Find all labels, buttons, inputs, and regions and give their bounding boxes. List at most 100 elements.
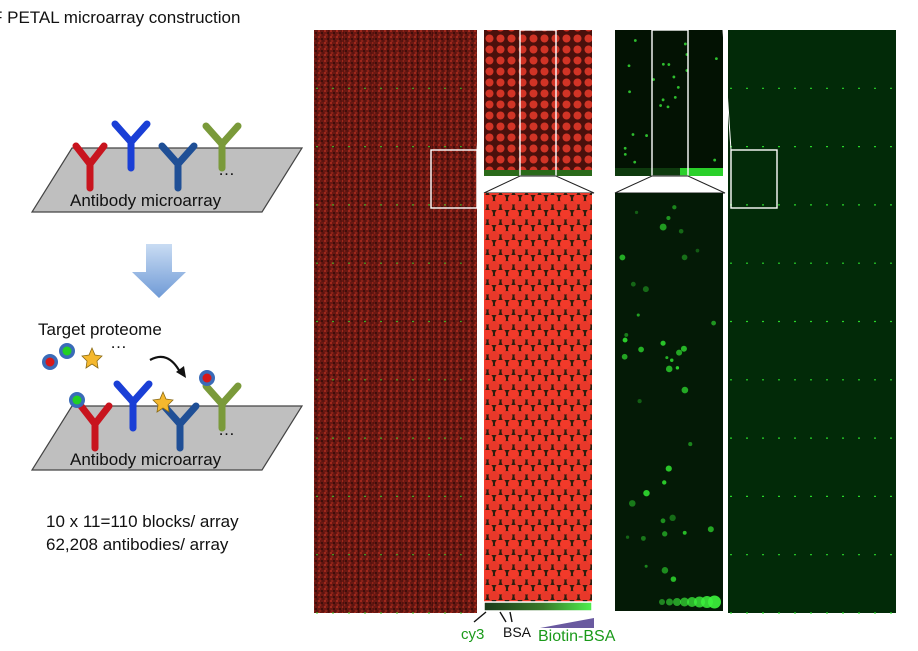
- green-control-spot: [673, 598, 681, 606]
- red-spot-closeup: [484, 193, 592, 603]
- green-spot: [638, 346, 644, 353]
- green-control-spot: [659, 599, 665, 605]
- green-spot: [634, 210, 639, 215]
- green-spot: [661, 98, 665, 102]
- bound-star-icon: [152, 390, 174, 413]
- green-control-spot: [687, 597, 697, 607]
- green-spot: [662, 531, 668, 537]
- green-spot: [633, 160, 637, 164]
- green-spot: [660, 518, 666, 524]
- green-spot: [630, 281, 636, 287]
- green-spot: [666, 105, 670, 109]
- green-spot: [624, 332, 629, 337]
- green-control-spot: [666, 598, 673, 606]
- green-spot: [665, 465, 672, 472]
- bound-green-protein-icon: [69, 392, 85, 408]
- green-spot: [667, 63, 671, 66]
- green-spot: [678, 228, 684, 234]
- antibody-green-icon: [202, 122, 242, 172]
- green-spot: [619, 254, 626, 261]
- protein-green-icon: [59, 343, 75, 359]
- antibody-blue-bound-icon: [113, 380, 153, 432]
- green-spot: [681, 386, 689, 394]
- antibody-red-bound-icon: [77, 402, 113, 452]
- green-spot: [661, 62, 665, 66]
- antibody-blue-icon: [111, 120, 151, 172]
- legend-bsa: BSA: [503, 624, 532, 640]
- green-spot: [636, 313, 640, 317]
- zoom-lines-green: [722, 29, 732, 151]
- green-spot: [625, 535, 630, 539]
- green-spot: [714, 57, 718, 60]
- green-spot: [672, 75, 676, 79]
- zoom-box-green: [730, 149, 778, 209]
- slide-label-top: Antibody microarray: [70, 191, 222, 210]
- zoom-box-red: [430, 149, 478, 209]
- green-spot: [621, 353, 628, 360]
- green-spot: [676, 349, 683, 356]
- target-proteome-label: Target proteome: [38, 320, 162, 339]
- green-spot: [675, 366, 680, 370]
- green-spot: [695, 248, 700, 253]
- slide-label-bottom: Antibody microarray: [70, 450, 222, 469]
- green-spot: [669, 514, 676, 522]
- green-spot: [659, 223, 667, 231]
- figure-title: F PETAL microarray construction: [0, 8, 241, 27]
- green-spot: [670, 576, 677, 582]
- green-spot: [631, 133, 635, 136]
- green-spot: [652, 78, 655, 81]
- green-spot: [633, 39, 637, 42]
- green-spot: [665, 356, 669, 360]
- ellipsis-bottom: …: [218, 420, 235, 439]
- down-arrow-icon: [132, 244, 186, 298]
- green-spot: [659, 104, 663, 107]
- green-spot: [645, 134, 648, 137]
- green-block-zoom: [615, 29, 723, 177]
- green-spot: [680, 345, 687, 352]
- red-array-scan: [314, 30, 478, 614]
- green-spot: [670, 358, 674, 363]
- green-spot: [640, 535, 646, 541]
- bound-red-protein-icon: [199, 370, 215, 386]
- green-spot: [682, 530, 687, 535]
- green-spot: [660, 340, 666, 346]
- green-spot: [665, 365, 673, 373]
- green-spot: [628, 90, 631, 94]
- green-spot: [707, 526, 714, 533]
- ellipsis-proteome: …: [110, 333, 127, 352]
- ellipsis-top: …: [218, 160, 235, 179]
- green-spot: [676, 86, 680, 89]
- green-spot: [713, 158, 717, 162]
- antibody-navy-icon: [158, 142, 198, 192]
- green-spot: [711, 320, 716, 326]
- zoom-trapezoid-red: [483, 175, 595, 194]
- green-array-scan: [728, 30, 896, 614]
- green-spot: [642, 286, 649, 293]
- zoom-lines-red: [476, 29, 486, 151]
- legend-cy3: cy3: [461, 626, 485, 643]
- green-spot: [623, 146, 627, 150]
- green-spot: [643, 489, 650, 497]
- green-spot: [673, 95, 677, 99]
- binding-arrow-icon: [149, 355, 186, 378]
- gradient-legend-bar: [473, 601, 594, 628]
- antibody-red-icon: [72, 142, 108, 192]
- green-spot: [666, 215, 671, 221]
- green-spot: [661, 567, 669, 574]
- red-array-block-grid: [316, 30, 475, 614]
- green-control-spot: [680, 597, 689, 607]
- antibody-green-bound-icon: [202, 382, 242, 432]
- green-spot: [688, 442, 693, 447]
- legend-biotin-bsa: Biotin-BSA: [538, 628, 616, 645]
- green-control-spot: [708, 595, 721, 609]
- green-spot: [623, 153, 627, 156]
- green-spot: [627, 64, 631, 68]
- protein-red-icon: [42, 354, 58, 370]
- green-spot: [672, 205, 677, 210]
- green-spot: [662, 480, 667, 485]
- green-spot-closeup: [615, 193, 723, 611]
- green-spot: [622, 337, 628, 343]
- zoom-trapezoid-green: [614, 175, 726, 194]
